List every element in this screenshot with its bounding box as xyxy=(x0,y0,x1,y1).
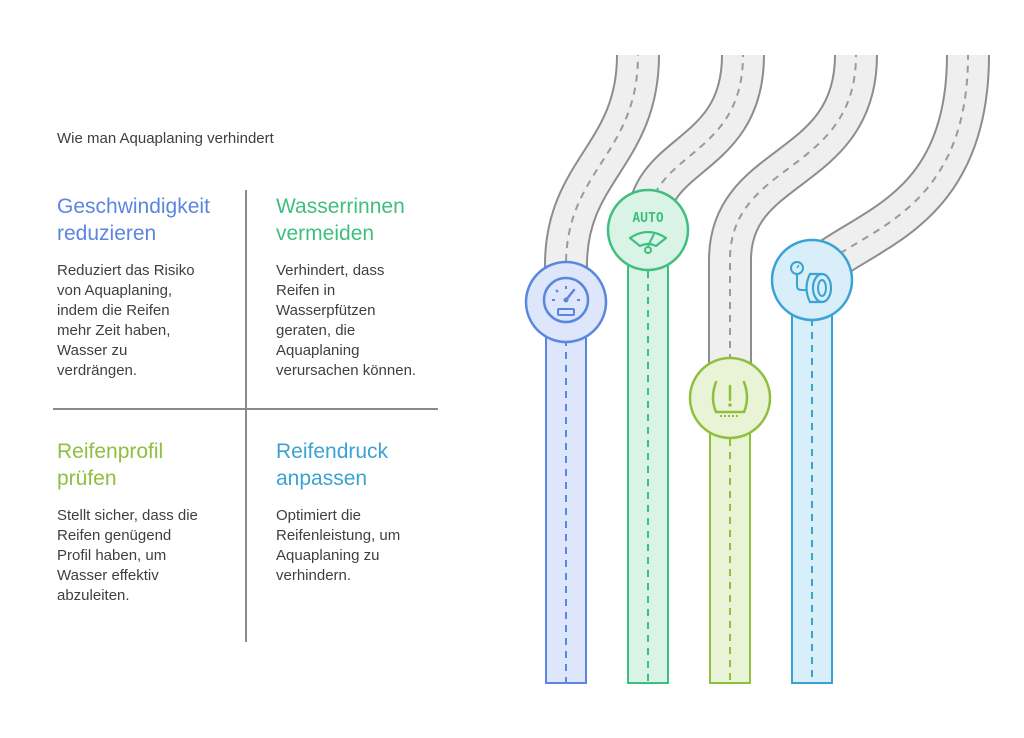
card-body: Optimiert die Reifenleistung, um Aquapla… xyxy=(276,506,451,586)
road-blue xyxy=(544,54,660,684)
card-adjust-pressure: Reifendruck anpassen Optimiert die Reife… xyxy=(276,438,451,586)
body-line: Aquaplaning zu xyxy=(276,547,380,564)
card-heading: Wasserrinnen vermeiden xyxy=(276,193,451,247)
body-line: verursachen können. xyxy=(276,362,417,379)
card-body: Reduziert das Risiko von Aquaplaning, in… xyxy=(57,261,232,381)
body-line: Stellt sicher, dass die xyxy=(57,507,198,524)
body-line: Profil haben, um xyxy=(57,547,167,564)
heading-line: Reifendruck xyxy=(276,440,389,463)
card-heading: Reifenprofil prüfen xyxy=(57,438,232,492)
body-line: Verhindert, dass xyxy=(276,262,385,279)
page-title: Wie man Aquaplaning verhindert xyxy=(57,130,274,147)
card-body: Verhindert, dass Reifen in Wasserpfützen… xyxy=(276,261,451,381)
body-line: verdrängen. xyxy=(57,362,138,379)
body-line: von Aquaplaning, xyxy=(57,282,173,299)
body-line: Wasserpfützen xyxy=(276,302,376,319)
body-line: Reduziert das Risiko xyxy=(57,262,195,279)
card-check-tread: Reifenprofil prüfen Stellt sicher, dass … xyxy=(57,438,232,606)
card-heading: Reifendruck anpassen xyxy=(276,438,451,492)
body-line: Wasser zu xyxy=(57,342,128,359)
auto-label: AUTO xyxy=(632,211,663,226)
auto-wiper-icon: AUTO xyxy=(606,188,690,272)
body-line: indem die Reifen xyxy=(57,302,170,319)
body-line: Wasser effektiv xyxy=(57,567,159,584)
card-reduce-speed: Geschwindigkeit reduzieren Reduziert das… xyxy=(57,193,232,381)
body-line: geraten, die xyxy=(276,322,356,339)
road-cyan xyxy=(791,54,990,684)
road-lime xyxy=(708,54,878,684)
body-line: Reifen genügend xyxy=(57,527,172,544)
vertical-divider xyxy=(245,190,247,642)
card-avoid-ruts: Wasserrinnen vermeiden Verhindert, dass … xyxy=(276,193,451,381)
body-line: Aquaplaning xyxy=(276,342,360,359)
horizontal-divider xyxy=(53,408,438,410)
heading-line: Wasserrinnen xyxy=(276,195,405,218)
speedometer-icon xyxy=(524,260,608,344)
body-line: mehr Zeit haben, xyxy=(57,322,171,339)
heading-line: vermeiden xyxy=(276,222,375,245)
heading-line: reduzieren xyxy=(57,222,157,245)
body-line: Reifenleistung, um xyxy=(276,527,401,544)
tire-gauge-icon xyxy=(770,238,854,322)
heading-line: Reifenprofil xyxy=(57,440,164,463)
card-body: Stellt sicher, dass die Reifen genügend … xyxy=(57,506,232,606)
body-line: abzuleiten. xyxy=(57,587,130,604)
body-line: Reifen in xyxy=(276,282,336,299)
heading-line: anpassen xyxy=(276,467,368,490)
heading-line: prüfen xyxy=(57,467,117,490)
heading-line: Geschwindigkeit xyxy=(57,195,210,218)
body-line: verhindern. xyxy=(276,567,352,584)
card-heading: Geschwindigkeit reduzieren xyxy=(57,193,232,247)
tire-pressure-warning-icon xyxy=(688,356,772,440)
body-line: Optimiert die xyxy=(276,507,362,524)
